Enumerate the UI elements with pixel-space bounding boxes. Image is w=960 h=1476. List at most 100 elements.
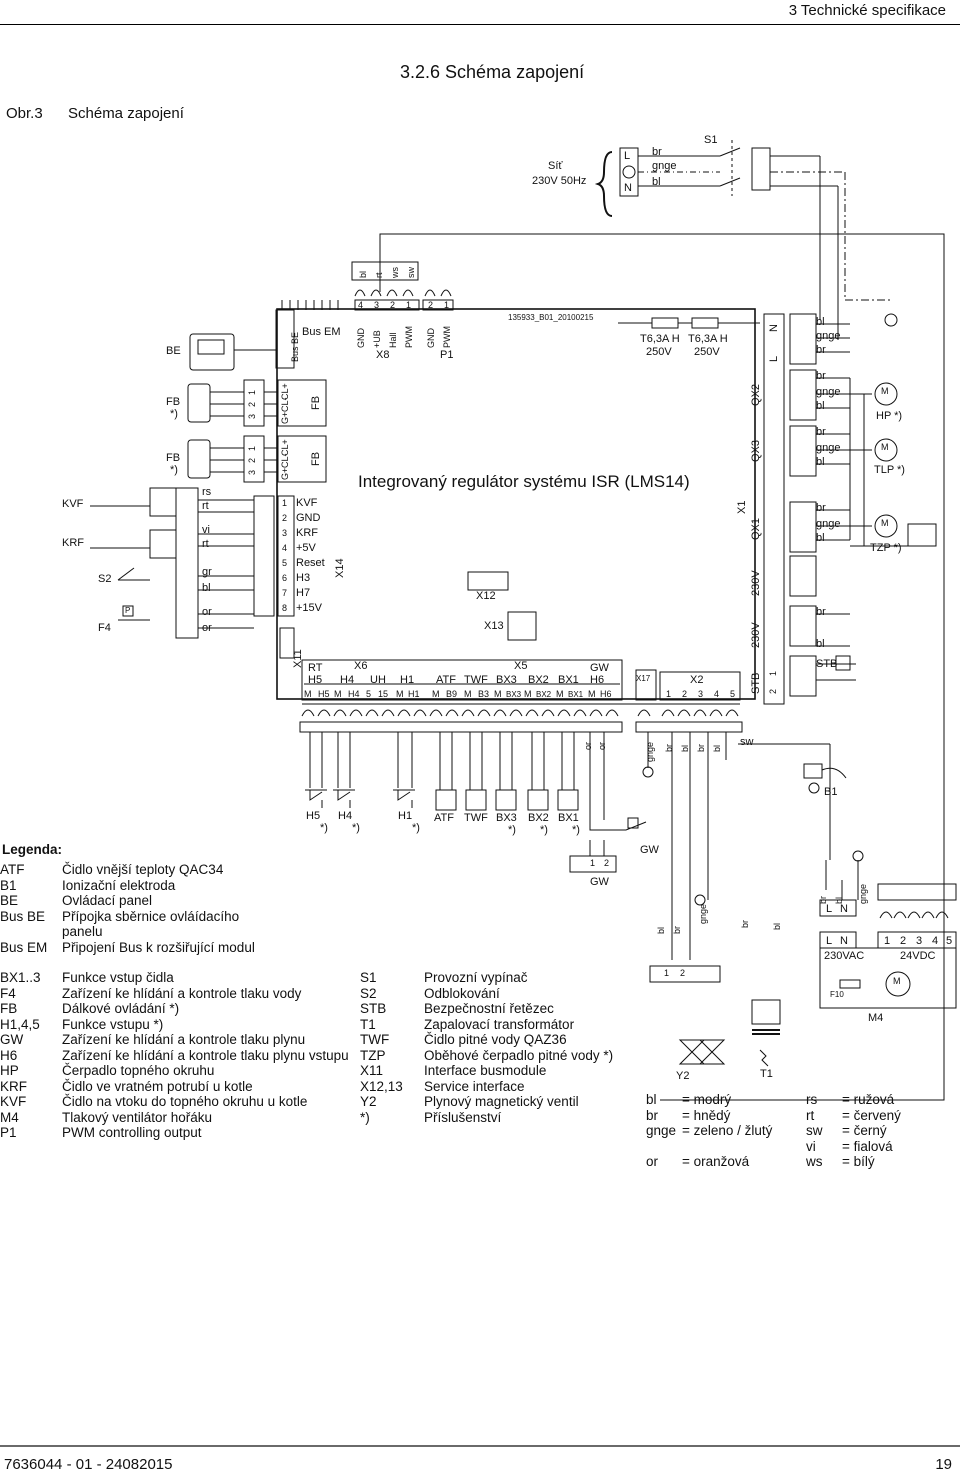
legend-description: Ovládací panel <box>62 893 153 908</box>
v24dc-label: 24VDC <box>900 950 936 962</box>
legend-code: STB <box>360 1001 387 1016</box>
x14-pin: 6 <box>282 573 288 583</box>
legend-code: HP <box>0 1063 19 1078</box>
pin: M <box>464 689 472 699</box>
sensor-star: *) <box>352 822 360 834</box>
pin: 1 <box>884 935 891 947</box>
fb-pin: 2 <box>247 457 257 463</box>
f10-label: F10 <box>830 990 844 999</box>
p1-signal: PWM <box>442 326 452 348</box>
y2-label: Y2 <box>676 1070 690 1082</box>
stb-pin: 2 <box>768 688 778 694</box>
fb-pin: 3 <box>247 469 257 475</box>
legend-code: ATF <box>0 862 25 877</box>
fb-unit-2 <box>187 439 211 479</box>
x2-pin: 1 <box>666 689 672 699</box>
legend-code: H1,4,5 <box>0 1016 40 1032</box>
v230ac-label: 230VAC <box>824 950 865 962</box>
legend-code: gnge <box>646 1123 677 1138</box>
fb-star-1: *) <box>170 408 178 420</box>
sensor-star: *) <box>572 824 580 836</box>
legend-code: TZP <box>360 1047 386 1063</box>
term-uh: UH <box>370 674 386 686</box>
term-h5: H5 <box>308 674 323 686</box>
x13-label: X13 <box>484 620 504 632</box>
pin: 5 <box>946 935 953 947</box>
legend-description: Service interface <box>424 1078 525 1094</box>
legend-code: BE <box>0 893 19 908</box>
wire-gnge: gnge <box>698 903 708 924</box>
legend-code: S1 <box>360 970 377 985</box>
x5-label: X5 <box>514 660 528 672</box>
wire-rt: rt <box>202 538 209 550</box>
term-twf: TWF <box>464 674 488 686</box>
sensor-star: *) <box>540 824 548 836</box>
mains-wire-br: br <box>652 146 662 158</box>
s1-terminal <box>751 147 771 191</box>
legend-description: Zapalovací transformátor <box>424 1016 575 1032</box>
x14-pin: 4 <box>282 543 288 553</box>
hp-pump-symbol <box>874 382 898 406</box>
legend-description: panelu <box>62 924 103 939</box>
qx1-label: QX1 <box>750 517 762 540</box>
term-bx3: BX3 <box>496 674 517 686</box>
x8-signal: PWM <box>404 326 414 348</box>
wire-bl: bl <box>816 316 825 328</box>
legend-description: Čidlo vnější teploty QAC34 <box>62 862 224 877</box>
term-h1: H1 <box>400 674 415 686</box>
t1-label: T1 <box>760 1068 773 1080</box>
sensor-h1: H1 <box>398 810 413 822</box>
wire-bl: bl <box>816 638 825 650</box>
legend-description: Odblokování <box>424 985 500 1001</box>
bottom-plugs <box>301 709 739 717</box>
sensor-bx3: BX3 <box>496 812 517 824</box>
legend-code: rs <box>806 1092 818 1107</box>
wire-gr: gr <box>202 566 212 578</box>
legend-description: Čidlo na vtoku do topného okruhu u kotle <box>62 1094 308 1109</box>
wire-bl: bl <box>712 744 722 752</box>
fb-connector-label: FB <box>310 451 322 466</box>
gw-label: GW <box>590 662 609 674</box>
term-l: L <box>826 935 833 947</box>
legend-code: *) <box>360 1109 370 1125</box>
wire-sw: sw <box>740 736 754 748</box>
sensor-star: *) <box>508 824 516 836</box>
wire-br: br <box>672 925 682 934</box>
sensor-bx2: BX2 <box>528 812 549 824</box>
legend-code: H6 <box>0 1047 18 1063</box>
v230-label: 230V <box>750 622 762 648</box>
legend-description: = černý <box>842 1123 887 1138</box>
v230-label: 230V <box>750 570 762 596</box>
pressure-p: P <box>125 606 131 615</box>
term-l: L <box>826 903 833 915</box>
legend-description: Čerpadlo topného okruhu <box>62 1063 215 1078</box>
x1-label: X1 <box>736 500 748 514</box>
p1-signal: GND <box>426 328 436 348</box>
hp-label: HP *) <box>876 410 903 422</box>
fb-label-1: FB <box>166 396 181 408</box>
wire-bl: bl <box>656 926 666 934</box>
stb-label: STB <box>816 658 838 670</box>
legend-title: Legenda: <box>2 842 63 857</box>
wire-rs: rs <box>202 486 212 498</box>
krf-label: KRF <box>62 537 84 549</box>
wire-gnge: gnge <box>645 741 655 762</box>
wire-br: br <box>816 344 826 356</box>
mains-wire-gnge: gnge <box>652 160 677 172</box>
legend-description: Ionizační elektroda <box>62 877 176 893</box>
pin: 3 <box>916 935 923 947</box>
pin: H1 <box>408 689 420 699</box>
pin: H4 <box>348 689 360 699</box>
legend-description: Zařízení ke hlídání a kontrole tlaku vod… <box>62 985 302 1001</box>
legend-code: Bus EM <box>0 939 48 955</box>
legend-description: = fialová <box>842 1138 893 1154</box>
s2-label: S2 <box>98 573 112 585</box>
x2-pin: 5 <box>730 689 736 699</box>
term-atf: ATF <box>436 674 456 686</box>
legend-description: = červený <box>842 1107 901 1123</box>
mains-wire-bl: bl <box>652 176 661 188</box>
legend-description: Funkce vstup čidla <box>62 970 174 985</box>
legend-code: TWF <box>360 1032 390 1047</box>
x8-pin: 2 <box>390 300 396 310</box>
